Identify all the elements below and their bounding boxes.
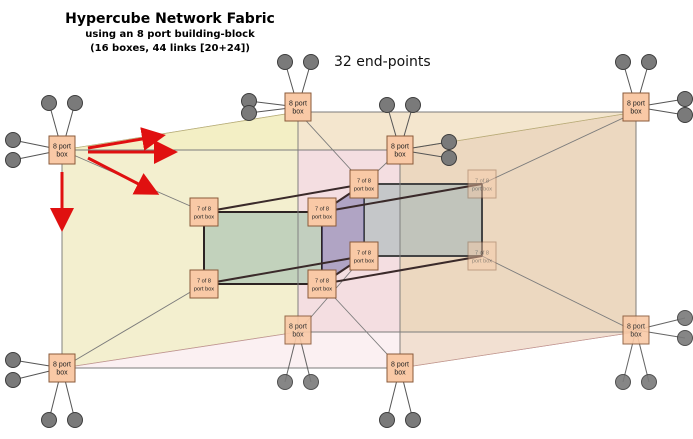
inner-faces [203, 183, 483, 285]
endpoint-icon [379, 412, 395, 428]
endpoint-icon [303, 54, 319, 70]
endpoint-icon [405, 97, 421, 113]
endpoint-icon [5, 352, 21, 368]
seven-of-eight-port-box: 7 of 8 port box [307, 197, 337, 227]
endpoint-icon [41, 95, 57, 111]
box-label-line2: box [630, 109, 642, 116]
box-label-line1: 8 port [53, 144, 71, 151]
endpoint-icon [677, 330, 693, 346]
box-label-line1: 8 port [289, 324, 307, 331]
box-label-line2: port box [472, 259, 492, 265]
box-label-line2: port box [354, 187, 374, 193]
box-label-line1: 7 of 8 [197, 279, 211, 285]
diagram-subtitle: using an 8 port building-block [85, 29, 255, 40]
box-label-line1: 8 port [289, 101, 307, 108]
box-label-line1: 7 of 8 [475, 179, 489, 185]
box-label-line2: box [292, 332, 304, 339]
box-label-line2: port box [354, 259, 374, 265]
endpoint-icon [41, 412, 57, 428]
box-label-line2: port box [312, 287, 332, 293]
inner-face-back [363, 183, 483, 257]
box-label-line1: 8 port [53, 362, 71, 369]
endpoint-icon [67, 412, 83, 428]
endpoint-icon [641, 374, 657, 390]
endpoint-icon [677, 310, 693, 326]
endpoints-label: 32 end-points [334, 54, 431, 70]
seven-of-eight-port-box: 7 of 8 port box [349, 241, 379, 271]
endpoint-icon [441, 150, 457, 166]
box-label-line2: box [56, 152, 68, 159]
endpoint-icon [677, 91, 693, 107]
endpoint-icon [5, 132, 21, 148]
box-label-line1: 8 port [391, 362, 409, 369]
box-label-line1: 7 of 8 [475, 251, 489, 257]
inner-links [203, 183, 483, 285]
endpoint-icon [241, 105, 257, 121]
diagram-title: Hypercube Network Fabric [65, 11, 275, 27]
box-label-line2: box [394, 370, 406, 377]
box-label-line1: 8 port [627, 324, 645, 331]
box-label-line1: 7 of 8 [197, 207, 211, 213]
endpoint-icon [641, 54, 657, 70]
box-label-line2: port box [194, 215, 214, 221]
red-arrows [50, 127, 178, 232]
box-label-line2: port box [194, 287, 214, 293]
diagram-details: (16 boxes, 44 links [20+24]) [90, 43, 250, 54]
box-label-line1: 7 of 8 [315, 207, 329, 213]
seven-of-eight-port-box: 7 of 8 port box [349, 169, 379, 199]
endpoint-icon [379, 97, 395, 113]
endpoint-icon [277, 374, 293, 390]
box-label-line1: 7 of 8 [315, 279, 329, 285]
title-block: Hypercube Network Fabric using an 8 port… [55, 10, 285, 56]
endpoint-icon [405, 412, 421, 428]
arrow-to-top-back [87, 127, 166, 151]
box-label-line1: 8 port [391, 144, 409, 151]
box-label-line1: 8 port [627, 101, 645, 108]
endpoint-icon [5, 372, 21, 388]
endpoint-icon [615, 54, 631, 70]
box-label-line1: 7 of 8 [357, 251, 371, 257]
endpoint-icon [615, 374, 631, 390]
endpoint-icon [441, 134, 457, 150]
endpoint-icon [5, 152, 21, 168]
box-label-line2: box [292, 109, 304, 116]
inner-face-front [203, 211, 323, 285]
seven-of-eight-port-box: 7 of 8 port box [189, 269, 219, 299]
box-label-line2: port box [312, 215, 332, 221]
seven-of-eight-port-box: 7 of 8 port box [467, 169, 497, 199]
seven-of-eight-port-box: 7 of 8 port box [307, 269, 337, 299]
box-label-line2: port box [472, 187, 492, 193]
seven-of-eight-port-box: 7 of 8 port box [189, 197, 219, 227]
endpoints-layer [5, 54, 693, 428]
endpoint-icon [303, 374, 319, 390]
endpoint-icon [677, 107, 693, 123]
endpoint-icon [67, 95, 83, 111]
box-label-line2: box [56, 370, 68, 377]
arrow-to-inner [87, 156, 160, 195]
seven-of-eight-port-box: 7 of 8 port box [467, 241, 497, 271]
box-label-line1: 7 of 8 [357, 179, 371, 185]
box-label-line2: box [394, 152, 406, 159]
box-label-line2: box [630, 332, 642, 339]
endpoint-icon [277, 54, 293, 70]
